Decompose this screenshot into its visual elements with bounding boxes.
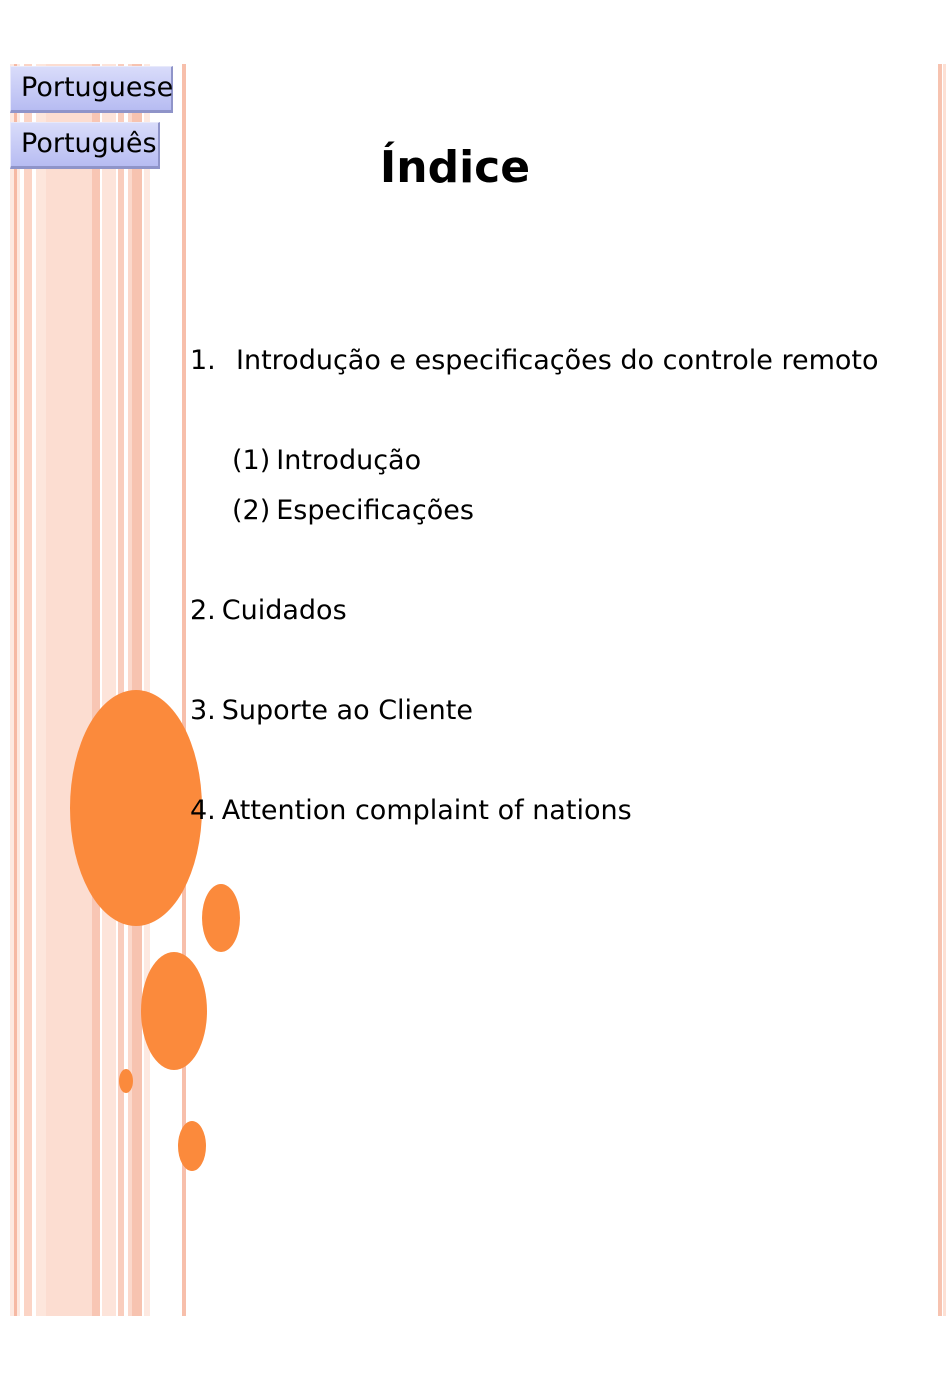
toc-item-text: Especificações xyxy=(276,495,474,526)
stripe xyxy=(938,64,942,1316)
page-title: Índice xyxy=(379,142,531,193)
language-tab-label: Português xyxy=(21,128,157,159)
toc-item-3: 3.Suporte ao Cliente xyxy=(190,694,473,728)
stripe xyxy=(132,64,142,1316)
toc-subitem-1-2: (2)Especificações xyxy=(232,494,474,528)
toc-item-number: 1. xyxy=(190,345,216,376)
language-tab-portugues[interactable]: Português xyxy=(10,122,160,169)
toc-item-2: 2.Cuidados xyxy=(190,594,347,628)
toc-item-number: (2) xyxy=(232,495,271,526)
toc-item-1: 1. Introdução e especificações do control… xyxy=(190,344,879,378)
language-tab-portuguese[interactable]: Portuguese xyxy=(10,66,173,113)
stripe xyxy=(144,64,150,1316)
stripe xyxy=(24,64,32,1316)
stripe xyxy=(943,64,946,1316)
decorative-stripes xyxy=(10,64,188,1316)
toc-item-text: Introdução xyxy=(276,445,422,476)
stripe xyxy=(14,64,17,1316)
toc-item-number: 4. xyxy=(190,795,216,826)
toc-item-text: Introdução e especificações do controle … xyxy=(236,345,879,376)
stripe xyxy=(92,64,100,1316)
stripe xyxy=(46,64,92,1316)
stripe xyxy=(102,64,116,1316)
stripe xyxy=(36,64,46,1316)
toc-subitem-1-1: (1)Introdução xyxy=(232,444,421,478)
decorative-right-lines xyxy=(936,64,950,1316)
language-tab-label: Portuguese xyxy=(21,72,174,103)
toc-item-text: Cuidados xyxy=(221,595,347,626)
stripe xyxy=(118,64,124,1316)
toc-item-4: 4.Attention complaint of nations xyxy=(190,794,632,828)
medium-circle xyxy=(202,884,240,952)
stripe xyxy=(182,64,186,1316)
toc-item-text: Attention complaint of nations xyxy=(221,795,632,826)
toc-item-number: 2. xyxy=(190,595,216,626)
toc-item-number: (1) xyxy=(232,445,271,476)
toc-item-text: Suporte ao Cliente xyxy=(221,695,473,726)
toc-item-number: 3. xyxy=(190,695,216,726)
